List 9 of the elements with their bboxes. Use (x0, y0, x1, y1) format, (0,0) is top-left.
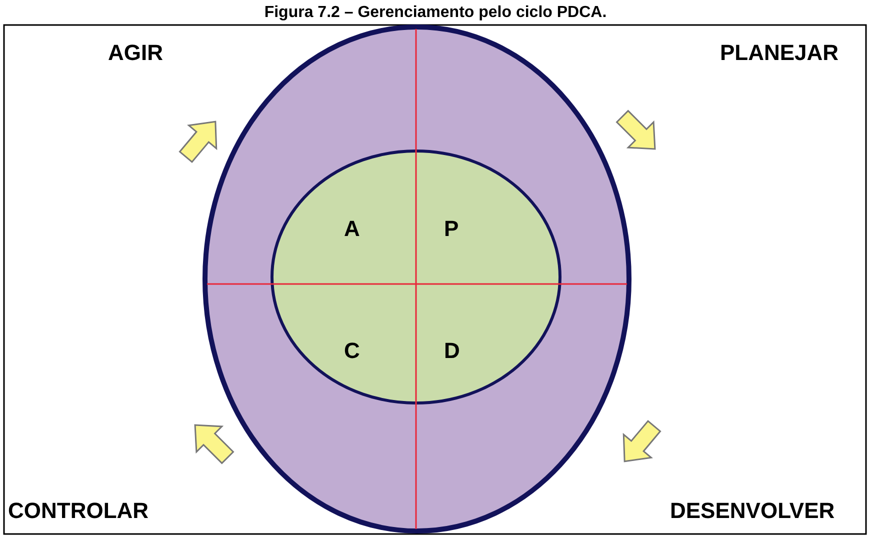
quadrant-letter: P (444, 218, 459, 240)
quadrant-letter: C (344, 340, 360, 362)
corner-label: DESENVOLVER (670, 500, 835, 522)
corner-label: AGIR (108, 42, 163, 64)
quadrant-letter: D (444, 340, 460, 362)
corner-label: CONTROLAR (8, 500, 149, 522)
quadrant-letter: A (344, 218, 360, 240)
corner-label: PLANEJAR (720, 42, 839, 64)
figure-title: Figura 7.2 – Gerenciamento pelo ciclo PDCA. (263, 5, 608, 21)
